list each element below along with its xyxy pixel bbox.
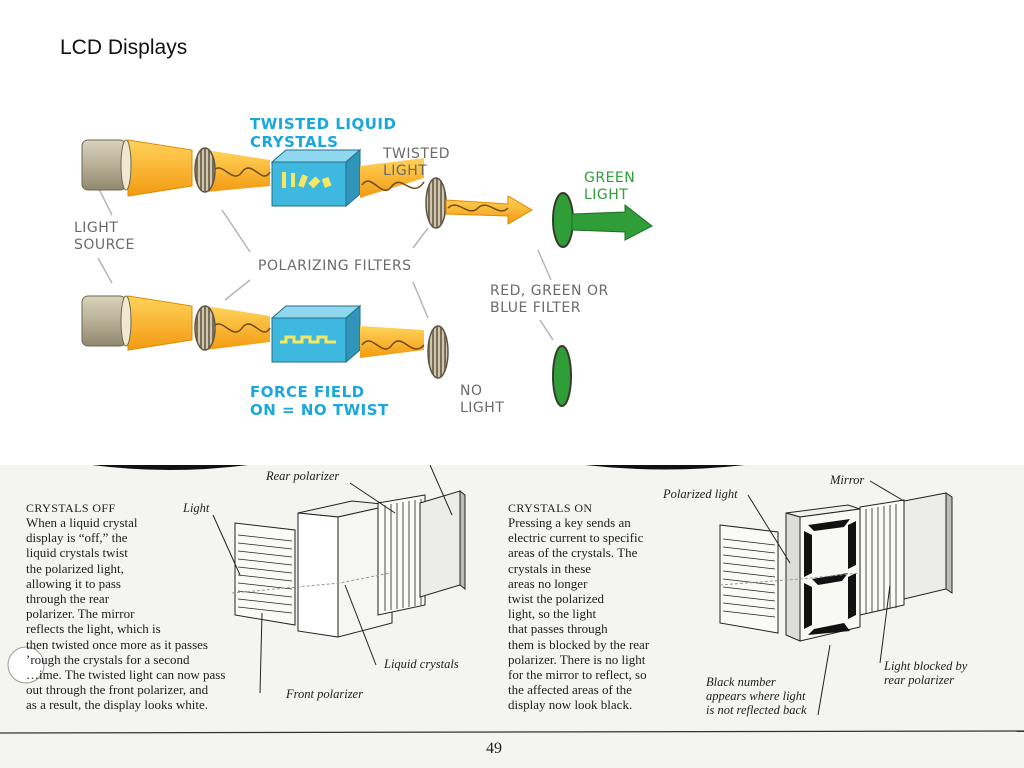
lower-light-path [81, 295, 572, 407]
polarizing-filter-front-upper [194, 147, 216, 193]
heading-crystals-off: CRYSTALS OFF [26, 501, 116, 515]
crystals-off-illustration [212, 465, 466, 694]
green-filter-lower [552, 345, 572, 407]
label-light-blocked: Light blocked by rear polarizer [884, 659, 968, 687]
upper-light-path [81, 139, 653, 248]
leader-lines [97, 186, 554, 341]
heading-crystals-on: CRYSTALS ON [508, 501, 593, 515]
label-force-field: FORCE FIELD ON = NO TWIST [250, 383, 389, 419]
binding-hole [7, 646, 45, 684]
label-mirror: Mirror [830, 473, 865, 487]
page-number: 49 [486, 740, 502, 757]
label-light-source: LIGHT SOURCE [74, 220, 135, 253]
green-light-arrow [571, 203, 653, 241]
force-field-crystal-block [270, 304, 362, 364]
green-filter-upper [552, 192, 574, 248]
polarizing-filter-rear-upper [425, 177, 447, 229]
text-crystals-on: Pressing a key sends an electric current… [508, 515, 650, 713]
label-green-light: GREEN LIGHT [584, 170, 636, 203]
label-polarizing-filters: POLARIZING FILTERS [258, 258, 412, 274]
text-crystals-off: When a liquid crystal display is “off,” … [26, 515, 226, 713]
polarizing-filter-rear-lower [427, 325, 449, 379]
label-rear-polarizer: Rear polarizer [266, 469, 340, 483]
light-source-lamp-upper [81, 139, 132, 191]
light-source-lamp-lower [81, 295, 132, 347]
label-twisted-liquid-crystals: TWISTED LIQUID CRYSTALS [250, 115, 397, 151]
light-path-artwork [81, 139, 653, 407]
lcd-light-path-diagram: TWISTED LIQUID CRYSTALS TWISTED LIGHT GR… [74, 115, 653, 419]
scanned-book-page: CRYSTALS OFF When a liquid crystal displ… [0, 465, 1024, 768]
label-twisted-light: TWISTED LIGHT [383, 146, 451, 179]
crystals-on-illustration [719, 480, 953, 716]
label-polarized-light: Polarized light [663, 487, 738, 501]
label-liquid-crystals: Liquid crystals [384, 657, 459, 671]
label-no-light: NO LIGHT [460, 383, 505, 416]
label-color-filter: RED, GREEN OR BLUE FILTER [490, 283, 609, 316]
label-black-number: Black number appears where light is not … [706, 675, 807, 717]
polarizing-filter-front-lower [194, 305, 216, 351]
label-light: Light [183, 501, 210, 515]
label-front-polarizer: Front polarizer [286, 687, 363, 701]
twisted-crystal-block [270, 148, 362, 208]
slide-title: LCD Displays [60, 36, 188, 59]
book-page-artwork [0, 465, 1024, 734]
